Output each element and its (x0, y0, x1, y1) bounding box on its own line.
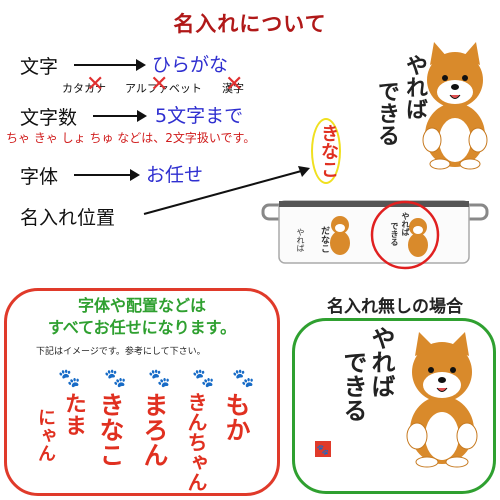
mug-phrase-right-2: できる (390, 222, 399, 246)
option-alphabet: アルファベット (125, 82, 202, 95)
cross-icon: ✕ (86, 72, 105, 97)
value-mojisu: 5文字まで (155, 105, 244, 127)
dog-phrase-line2: できる (374, 80, 399, 146)
label-jitai: 字体 (20, 166, 59, 188)
left-panel-subnote: 下記はイメージです。参考にして下さい。 (36, 347, 206, 357)
left-sample-panel (4, 288, 280, 496)
arrow-icon (74, 169, 140, 181)
right-dog-phrase-1: やれば (367, 326, 395, 398)
pointer-arrow-icon (143, 166, 310, 215)
shiba-dog-icon (406, 332, 478, 468)
enamel-mug-image (261, 200, 489, 270)
name-sample-maron: まろん (140, 392, 169, 467)
mug-phrase: やれば (296, 228, 305, 252)
option-kanji: 漢字 (222, 82, 244, 95)
name-sample-kinako: きなこ (96, 392, 125, 467)
left-panel-heading-2: すべてお任せになります。 (47, 318, 237, 337)
mug-name: だなこ (319, 226, 329, 253)
paw-icon: 🐾 (232, 368, 255, 389)
paw-icon: 🐾 (58, 368, 81, 389)
name-sample-nyan: にゃん (35, 408, 56, 462)
option-katakana: カタカナ (62, 82, 106, 95)
value-jitai: お任せ (146, 164, 204, 186)
right-panel-heading: 名入れ無しの場合 (327, 297, 463, 317)
shiba-dog-icon (422, 42, 488, 170)
label-mojisu: 文字数 (20, 107, 78, 129)
note-mojisu: ちゃ きゃ しょ ちゅ などは、2文字扱いです。 (6, 131, 256, 145)
right-no-name-panel (292, 318, 496, 494)
dog-phrase-line1: やれば (402, 54, 427, 120)
cross-icon: ✕ (225, 72, 244, 97)
value-moji: ひらがな (152, 54, 229, 76)
name-sample-tama: たま (61, 392, 86, 436)
svg-text:🐾: 🐾 (317, 444, 329, 456)
mug-phrase-right-1: やれば (401, 212, 410, 236)
arrow-icon (74, 59, 146, 71)
red-seal-stamp-icon: 🐾 (315, 441, 331, 457)
paw-icon: 🐾 (104, 368, 127, 389)
paw-icon: 🐾 (148, 368, 171, 389)
arrow-icon (93, 110, 147, 122)
paw-icon: 🐾 (192, 368, 215, 389)
name-sample-kinchan: きんちゃん (184, 392, 208, 492)
label-moji: 文字 (20, 56, 59, 78)
name-position-oval (311, 118, 341, 184)
label-ichi: 名入れ位置 (20, 207, 116, 229)
left-panel-heading-1: 字体や配置などは (77, 296, 206, 315)
page-title: 名入れについて (173, 12, 327, 36)
name-sample-moka: もか (222, 392, 251, 442)
right-dog-phrase-2: できる (339, 350, 367, 422)
sample-name: きなこ (318, 124, 339, 178)
cross-icon: ✕ (150, 72, 169, 97)
